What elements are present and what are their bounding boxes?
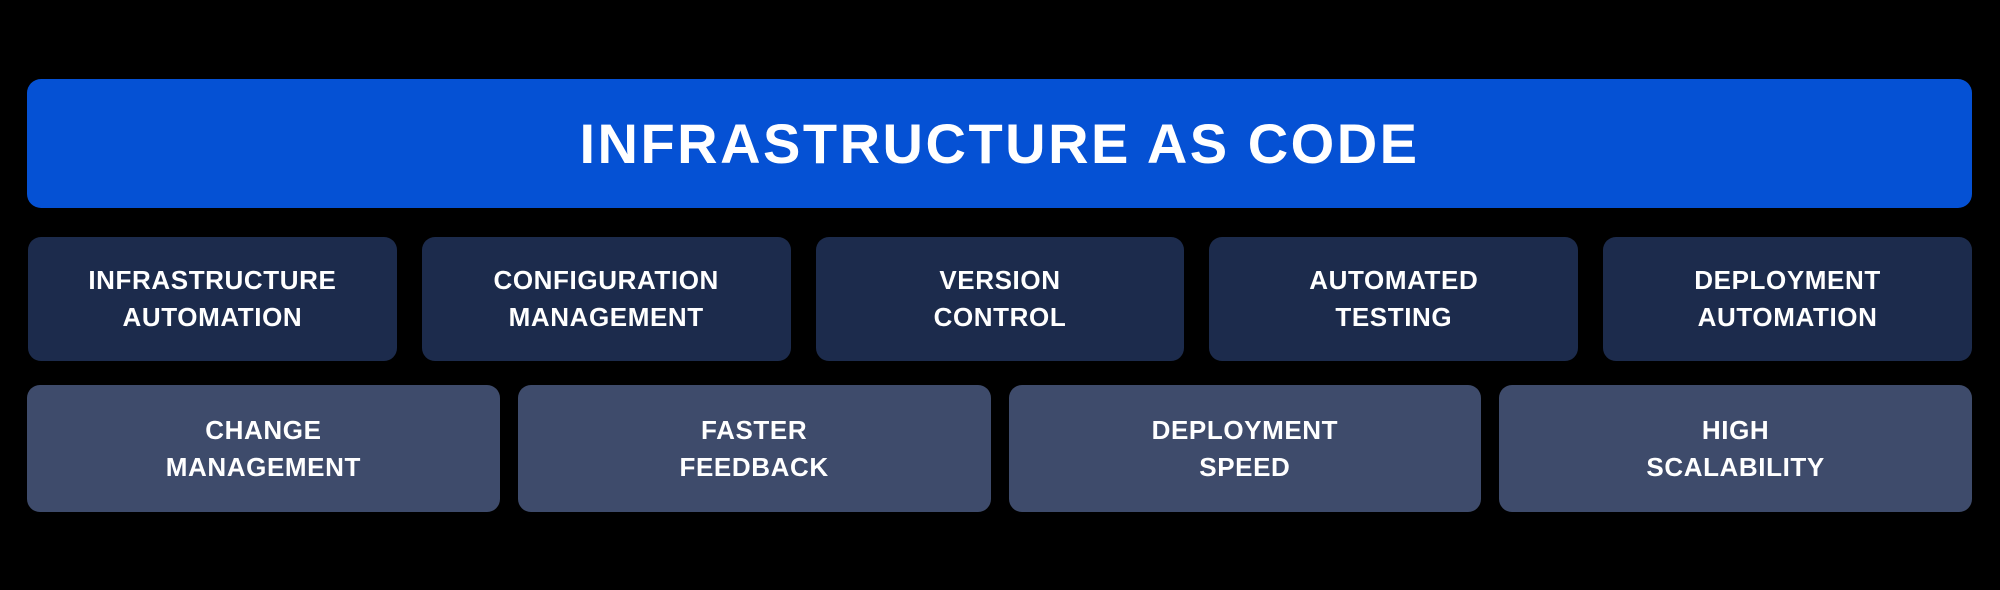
header-box: INFRASTRUCTURE AS CODE [27, 79, 1972, 208]
component-box-version-control: VERSION CONTROL [815, 237, 1185, 361]
benefit-box-faster-feedback: FASTER FEEDBACK [517, 385, 991, 512]
component-box-deployment-automation: DEPLOYMENT AUTOMATION [1603, 237, 1972, 361]
diagram-title: INFRASTRUCTURE AS CODE [579, 112, 1420, 175]
benefit-box-high-scalability: HIGH SCALABILITY [1499, 385, 1972, 512]
component-box-automated-testing: AUTOMATED TESTING [1209, 237, 1579, 361]
component-box-configuration-management: CONFIGURATION MANAGEMENT [421, 237, 791, 361]
benefit-box-change-management: CHANGE MANAGEMENT [27, 385, 500, 512]
benefit-box-deployment-speed: DEPLOYMENT SPEED [1008, 385, 1482, 512]
benefits-row: CHANGE MANAGEMENT FASTER FEEDBACK DEPLOY… [27, 385, 1972, 512]
components-row: INFRASTRUCTURE AUTOMATION CONFIGURATION … [28, 237, 1972, 361]
component-box-infrastructure-automation: INFRASTRUCTURE AUTOMATION [28, 237, 397, 361]
